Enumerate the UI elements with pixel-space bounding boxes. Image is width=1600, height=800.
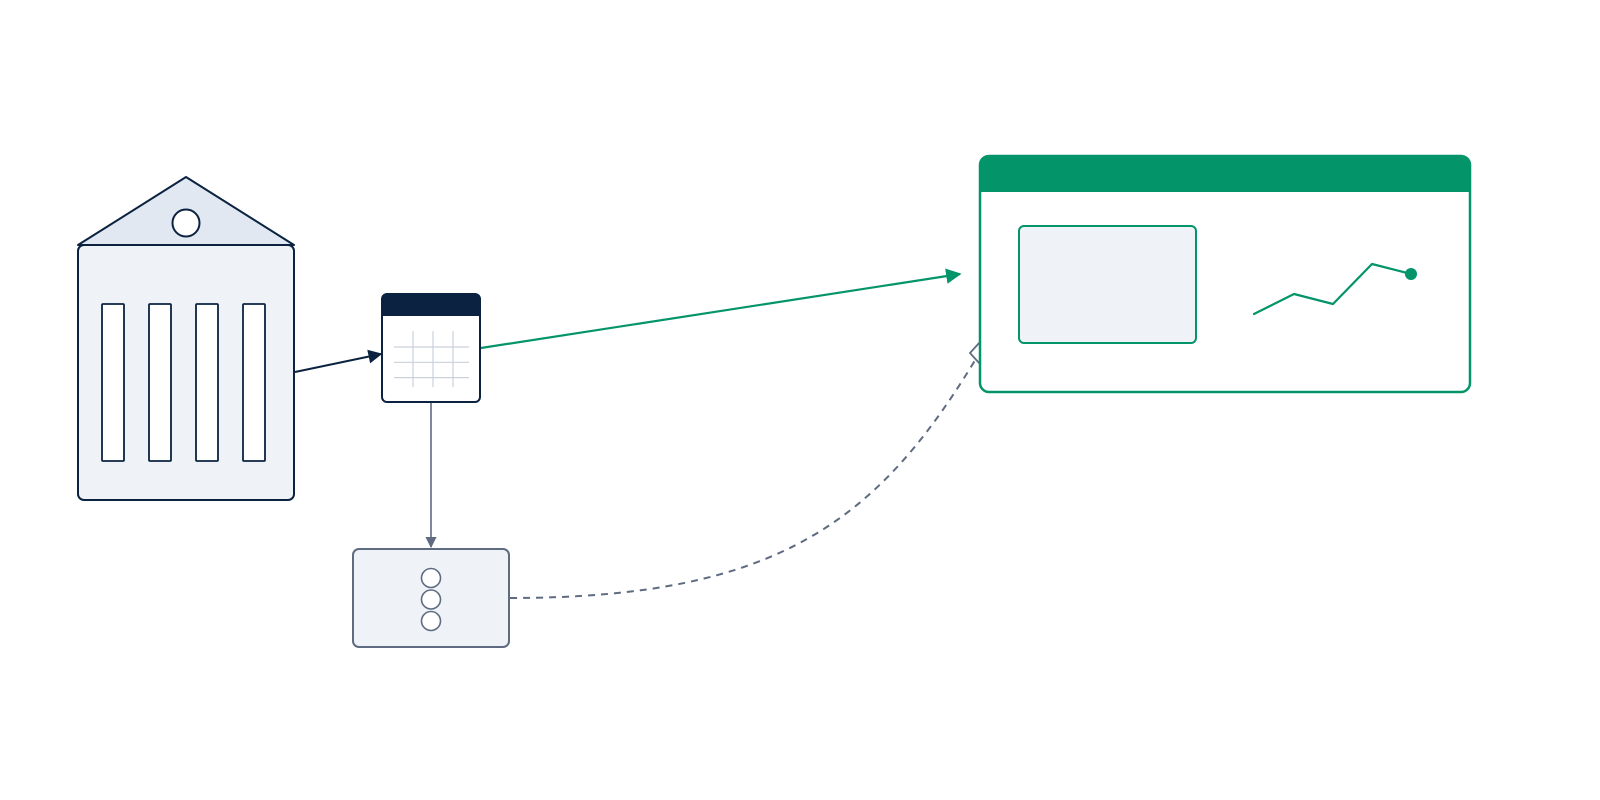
bank-column bbox=[101, 303, 125, 462]
bank-emblem-icon bbox=[171, 208, 201, 238]
table-grid bbox=[394, 331, 469, 387]
database-stack-icon[interactable] bbox=[352, 548, 510, 648]
dashboard-title-bar bbox=[980, 156, 1470, 192]
dashboard-line-chart-icon bbox=[1252, 262, 1413, 316]
bank-column bbox=[195, 303, 219, 462]
bank-column bbox=[242, 303, 266, 462]
database-disk-icon bbox=[420, 589, 442, 610]
edge-bank-to-table[interactable] bbox=[294, 349, 383, 373]
dashboard-panel bbox=[1018, 225, 1197, 344]
bank-body bbox=[77, 244, 295, 501]
database-disk-icon bbox=[420, 610, 442, 632]
bank-column bbox=[148, 303, 172, 462]
table-header bbox=[382, 294, 480, 316]
edge-database-to-dashboard[interactable] bbox=[509, 351, 981, 599]
bank-building-icon[interactable] bbox=[77, 176, 295, 501]
line-chart-endpoint bbox=[1405, 268, 1417, 280]
bank-columns bbox=[101, 303, 266, 462]
dashboard-window-icon[interactable] bbox=[978, 154, 1472, 394]
database-disks bbox=[420, 567, 442, 632]
database-disk-icon bbox=[420, 567, 442, 589]
edge-table-to-dashboard[interactable] bbox=[480, 268, 962, 350]
spreadsheet-table-icon[interactable] bbox=[381, 293, 481, 403]
